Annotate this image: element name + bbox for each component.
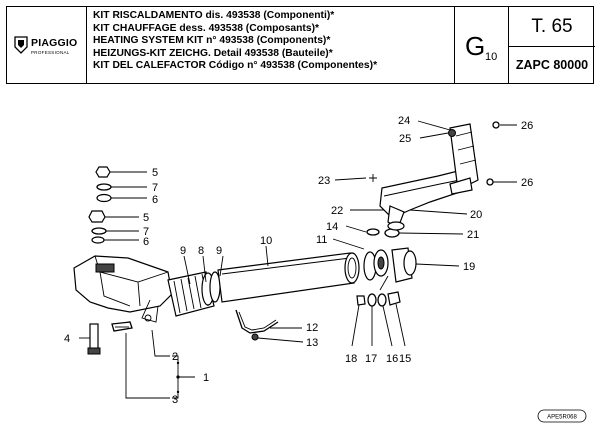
title-line-es: KIT DEL CALEFACTOR Código n° 493538 (Com…	[93, 60, 378, 72]
callout-10: 10	[260, 235, 272, 247]
callout-6-lower: 6	[143, 236, 149, 248]
washer-stack-upper	[95, 166, 112, 203]
nut-18	[356, 295, 366, 306]
callout-9-left: 9	[180, 245, 186, 257]
callout-3: 3	[172, 394, 178, 406]
svg-text:APE5R068: APE5R068	[547, 415, 577, 421]
callout-8: 8	[198, 245, 204, 257]
upper-duct	[379, 123, 479, 231]
title-line-it: KIT RISCALDAMENTO dis. 493538 (Component…	[93, 10, 335, 21]
screw-23	[369, 174, 377, 182]
callout-5-lower: 5	[143, 212, 149, 224]
logo-cell: PIAGGIO PROFESSIONAL	[7, 7, 87, 83]
callout-9-right: 9	[216, 245, 222, 257]
callout-22: 22	[331, 205, 343, 217]
callout-19: 19	[463, 261, 475, 273]
reference-stamp: APE5R068	[537, 409, 587, 423]
callout-15: 15	[399, 353, 411, 365]
callout-24: 24	[398, 115, 410, 127]
callout-12: 12	[306, 322, 318, 334]
leader-lines	[79, 120, 517, 399]
callout-5-upper: 5	[152, 167, 158, 179]
washer-17	[367, 293, 377, 307]
table-cell: T. 65 ZAPC 80000	[509, 7, 595, 83]
support-bracket-12	[235, 309, 279, 334]
table-number: T. 65	[509, 7, 595, 47]
callout-26-lower: 26	[521, 177, 533, 189]
callout-6-upper: 6	[152, 194, 158, 206]
callout-25: 25	[399, 133, 411, 145]
group-cell: G 10	[455, 7, 509, 83]
heater-box	[73, 255, 173, 323]
washer-16	[377, 293, 387, 307]
piaggio-logo: PIAGGIO PROFESSIONAL	[13, 35, 83, 59]
callout-11: 11	[316, 234, 327, 246]
bolt-25	[448, 129, 456, 137]
clip-26-upper	[492, 121, 500, 129]
title-lines: KIT RISCALDAMENTO dis. 493538 (Component…	[87, 7, 455, 83]
title-line-en: HEATING SYSTEM KIT n° 493538 (Components…	[93, 35, 331, 47]
callout-7-upper: 7	[152, 182, 158, 194]
callout-7-lower: 7	[143, 226, 149, 238]
ring-14	[366, 228, 380, 236]
callout-1: 1	[203, 372, 209, 384]
callout-2: 2	[172, 351, 178, 363]
model-code: ZAPC 80000	[515, 58, 589, 72]
callout-23: 23	[318, 175, 330, 187]
exploded-view-drawing: 1 2 3 4 5 7 6 5 7 6 8 9 9 10 11 12 13 14…	[64, 115, 587, 423]
callout-18: 18	[345, 353, 357, 365]
screw-13	[251, 333, 259, 341]
screw-4	[87, 323, 101, 355]
piaggio-emblem-icon	[14, 36, 28, 54]
group-letter: G	[465, 31, 486, 61]
washer-stack-lower	[88, 210, 107, 244]
callout-21: 21	[467, 229, 479, 241]
flexible-hose	[167, 271, 221, 317]
nut-15	[387, 291, 401, 306]
elbow-19	[379, 247, 417, 291]
brand-subtitle: PROFESSIONAL	[31, 50, 70, 55]
callout-26-upper: 26	[521, 120, 533, 132]
callout-14: 14	[326, 221, 338, 233]
callout-16: 16	[386, 353, 398, 365]
callout-13: 13	[306, 337, 318, 349]
main-tube	[217, 252, 360, 303]
title-line-de: HEIZUNGS-KIT ZEICHG. Detail 493538 (Baut…	[93, 47, 333, 59]
title-block: PIAGGIO PROFESSIONAL KIT RISCALDAMENTO d…	[6, 6, 595, 84]
callout-labels: 1 2 3 4 5 7 6 5 7 6 8 9 9 10 11 12 13 14…	[64, 115, 533, 406]
callout-4: 4	[64, 333, 70, 345]
heater-bracket	[111, 321, 133, 332]
group-number: 10	[485, 51, 498, 63]
callout-17: 17	[365, 353, 377, 365]
callout-20: 20	[470, 209, 482, 221]
brand-name: PIAGGIO	[31, 37, 78, 49]
title-line-fr: KIT CHAUFFAGE dess. 493538 (Composants)*	[93, 22, 320, 34]
clip-26-lower	[486, 178, 494, 186]
